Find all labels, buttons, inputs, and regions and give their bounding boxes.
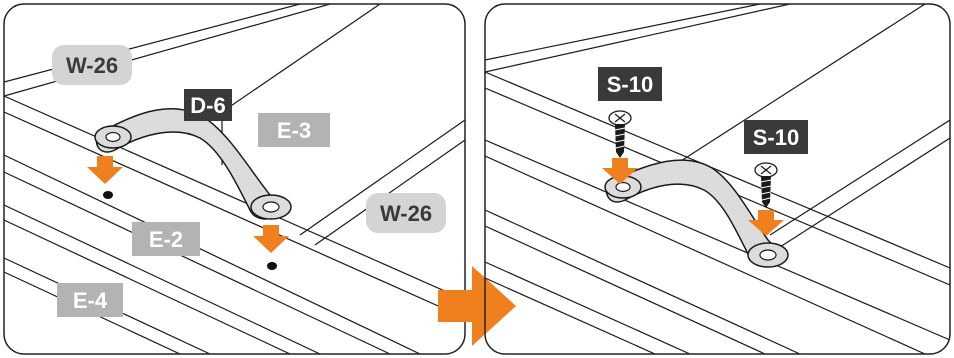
handle-d6 (94, 108, 292, 220)
left-panel: W-26 D-6 E-3 W-26 E-2 E-4 (3, 3, 466, 355)
phillips-screw-icon (608, 110, 632, 158)
label-s10-a: S-10 (598, 67, 662, 101)
svg-text:E-3: E-3 (277, 118, 311, 143)
label-d6: D-6 (184, 89, 232, 121)
svg-text:W-26: W-26 (66, 53, 118, 78)
right-panel: S-10 S-10 (484, 3, 951, 355)
svg-text:E-2: E-2 (149, 227, 183, 252)
label-w26-right: W-26 (366, 193, 446, 233)
label-w26-top: W-26 (52, 45, 132, 85)
phillips-screw-icon (754, 162, 778, 208)
svg-text:E-4: E-4 (73, 288, 108, 313)
label-e4: E-4 (57, 283, 123, 317)
svg-text:W-26: W-26 (380, 201, 432, 226)
orange-down-arrow-icon (253, 225, 289, 253)
handle-installed (604, 159, 789, 268)
hole-dot-icon (103, 191, 113, 199)
orange-down-arrow-icon (748, 210, 784, 236)
orange-down-arrow-icon (87, 156, 123, 184)
svg-text:S-10: S-10 (753, 125, 799, 150)
orange-down-arrow-icon (602, 158, 638, 184)
label-s10-b: S-10 (744, 120, 808, 154)
label-e3: E-3 (258, 113, 330, 147)
svg-text:D-6: D-6 (190, 93, 225, 118)
orange-right-arrow-icon (438, 266, 516, 346)
hole-dot-icon (267, 262, 277, 270)
label-e2: E-2 (132, 222, 200, 256)
svg-text:S-10: S-10 (607, 72, 653, 97)
